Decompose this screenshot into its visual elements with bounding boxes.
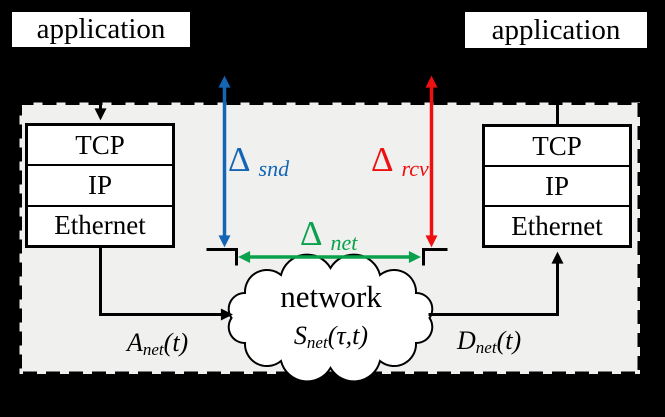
delta-rcv-symbol: Δ (371, 140, 394, 179)
arrival-subscript: net (142, 340, 164, 359)
left-layer-tcp: TCP (75, 129, 125, 160)
departure-args: (t) (496, 326, 522, 355)
right-measure-bracket (422, 248, 448, 266)
right-layer-tcp: TCP (532, 130, 582, 161)
left-layer-ethernet: Ethernet (28, 204, 172, 245)
network-to-ethernet-arrow (428, 251, 564, 316)
delta-net-symbol: Δ (300, 214, 323, 253)
service-base: S (293, 321, 307, 350)
delta-snd-label: Δ snd (228, 140, 290, 181)
delta-snd-subscript: snd (258, 156, 290, 181)
delta-rcv-subscript: rcv (401, 156, 429, 181)
arrival-args: (t) (163, 328, 189, 357)
left-protocol-stack: TCP IP Ethernet (25, 123, 175, 248)
left-application-label: application (36, 13, 166, 45)
arrival-flow-label: A net (t) (127, 328, 189, 359)
right-layer-ip: IP (485, 165, 629, 205)
delta-rcv-label: Δ rcv (371, 140, 429, 181)
delta-net-label: Δ net (300, 214, 358, 255)
departure-flow-label: D net (t) (457, 326, 522, 357)
right-protocol-stack: TCP IP Ethernet (482, 124, 632, 248)
service-subscript: net (306, 333, 328, 352)
network-cloud-shape (227, 253, 434, 383)
left-measure-bracket (206, 248, 238, 266)
network-service-formula: S net (τ,t) (260, 321, 402, 352)
service-args: (τ,t) (327, 321, 369, 350)
ethernet-to-network-arrow (99, 246, 233, 321)
departure-subscript: net (475, 338, 497, 357)
arrival-base: A (127, 328, 143, 357)
right-layer-ethernet: Ethernet (485, 205, 629, 245)
right-application-box: application (463, 10, 649, 50)
left-application-box: application (10, 10, 192, 49)
departure-base: D (457, 326, 476, 355)
delta-snd-symbol: Δ (228, 140, 251, 179)
network-cloud-title: network (280, 279, 382, 314)
right-application-label: application (491, 13, 621, 46)
left-layer-ip: IP (28, 164, 172, 204)
delta-net-subscript: net (330, 230, 358, 255)
